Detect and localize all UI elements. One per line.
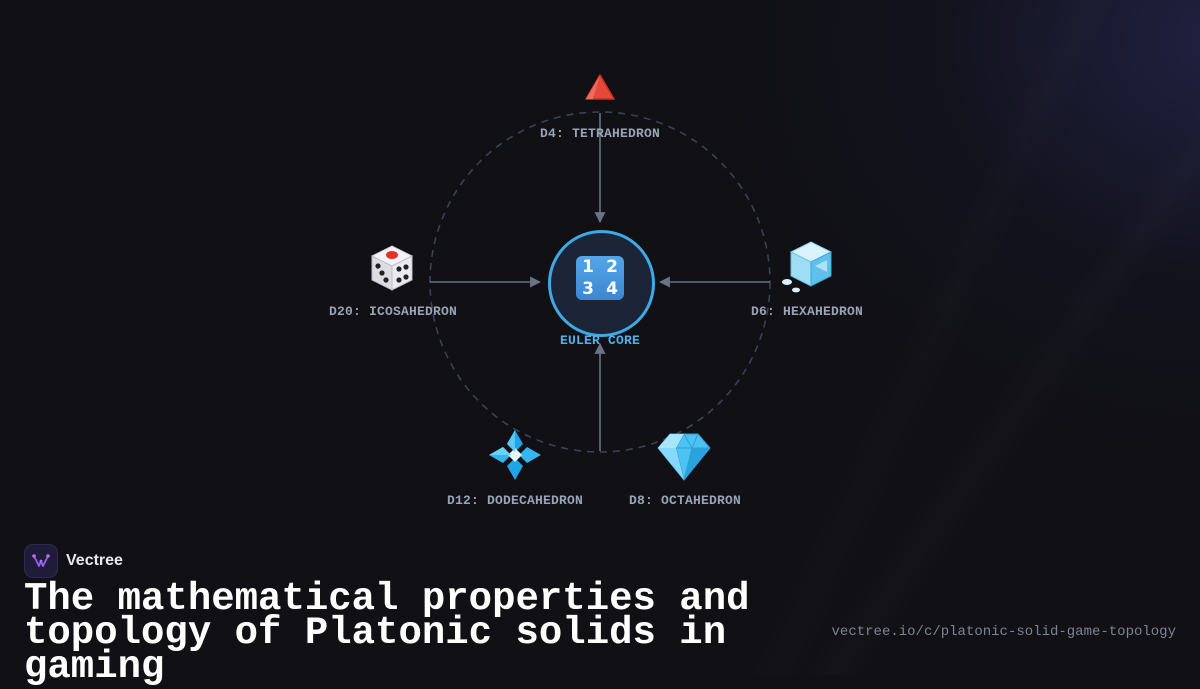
node-label-d12: D12: DODECAHEDRON <box>446 493 584 508</box>
background-glow <box>0 0 1200 675</box>
input-numbers-icon: 1 2 3 4 <box>576 256 624 300</box>
game-die-icon <box>364 240 420 294</box>
diamond-with-dot-icon <box>487 428 543 482</box>
diagram-connectors <box>429 111 771 453</box>
vectree-logo-icon <box>24 544 58 578</box>
background-beams <box>0 0 1200 675</box>
page-title: The mathematical properties and topology… <box>24 577 750 689</box>
ice-cube-icon <box>779 238 837 294</box>
red-triangle-icon <box>582 72 618 102</box>
gem-stone-icon <box>656 430 712 482</box>
digit: 1 <box>582 257 594 277</box>
digit: 4 <box>606 279 618 299</box>
node-label-d4: D4: TETRAHEDRON <box>539 126 661 141</box>
brand[interactable]: Vectree <box>24 544 123 578</box>
node-label-d20: D20: ICOSAHEDRON <box>328 304 458 319</box>
brand-name: Vectree <box>66 552 123 569</box>
node-label-d6: D6: HEXAHEDRON <box>750 304 864 319</box>
digit: 3 <box>582 279 594 299</box>
euler-core-label: EULER CORE <box>559 333 641 348</box>
digit: 2 <box>606 257 618 277</box>
page-url[interactable]: vectree.io/c/platonic-solid-game-topolog… <box>831 624 1176 640</box>
node-label-d8: D8: OCTAHEDRON <box>628 493 742 508</box>
solids-diagram: 1 2 3 4 EULER CORE D4: TETRAHEDRON D20: … <box>328 72 864 508</box>
